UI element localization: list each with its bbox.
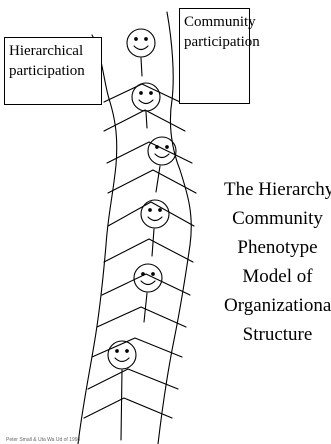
hierarchical-label-line-2: participation xyxy=(9,63,85,79)
spine-right-edge xyxy=(157,11,192,444)
smiley-face-icon xyxy=(133,263,163,293)
title-line-6: Structure xyxy=(242,324,313,345)
hierarchical-participation-label: Hierarchical participation xyxy=(4,37,102,105)
title-line-4: Model of xyxy=(242,266,313,287)
smiley-face-icon xyxy=(131,82,161,112)
community-label-line-1: Community xyxy=(184,14,256,30)
community-label-line-2: participation xyxy=(184,34,260,50)
hierarchical-label-line-1: Hierarchical xyxy=(9,43,84,59)
title-line-2: Community xyxy=(232,208,323,229)
title-line-3: Phenotype xyxy=(237,237,318,258)
credit-footnote: Peter Small & Uta Wa Ud of 1998 xyxy=(6,437,81,443)
smiley-face-icon xyxy=(140,199,170,229)
smiley-face-icon xyxy=(147,136,177,166)
chevron-rungs xyxy=(83,83,197,419)
diagram-title: The Hierarchy- Community Phenotype Model… xyxy=(224,175,331,349)
title-line-1: The Hierarchy- xyxy=(224,179,331,200)
figure-bodies xyxy=(120,57,161,441)
community-participation-label: Community participation xyxy=(179,8,260,104)
smiley-face-icon xyxy=(126,28,156,58)
spine-left-edge xyxy=(77,34,118,444)
smiley-face-icon xyxy=(107,340,137,370)
title-line-5: Organizational xyxy=(224,295,331,316)
